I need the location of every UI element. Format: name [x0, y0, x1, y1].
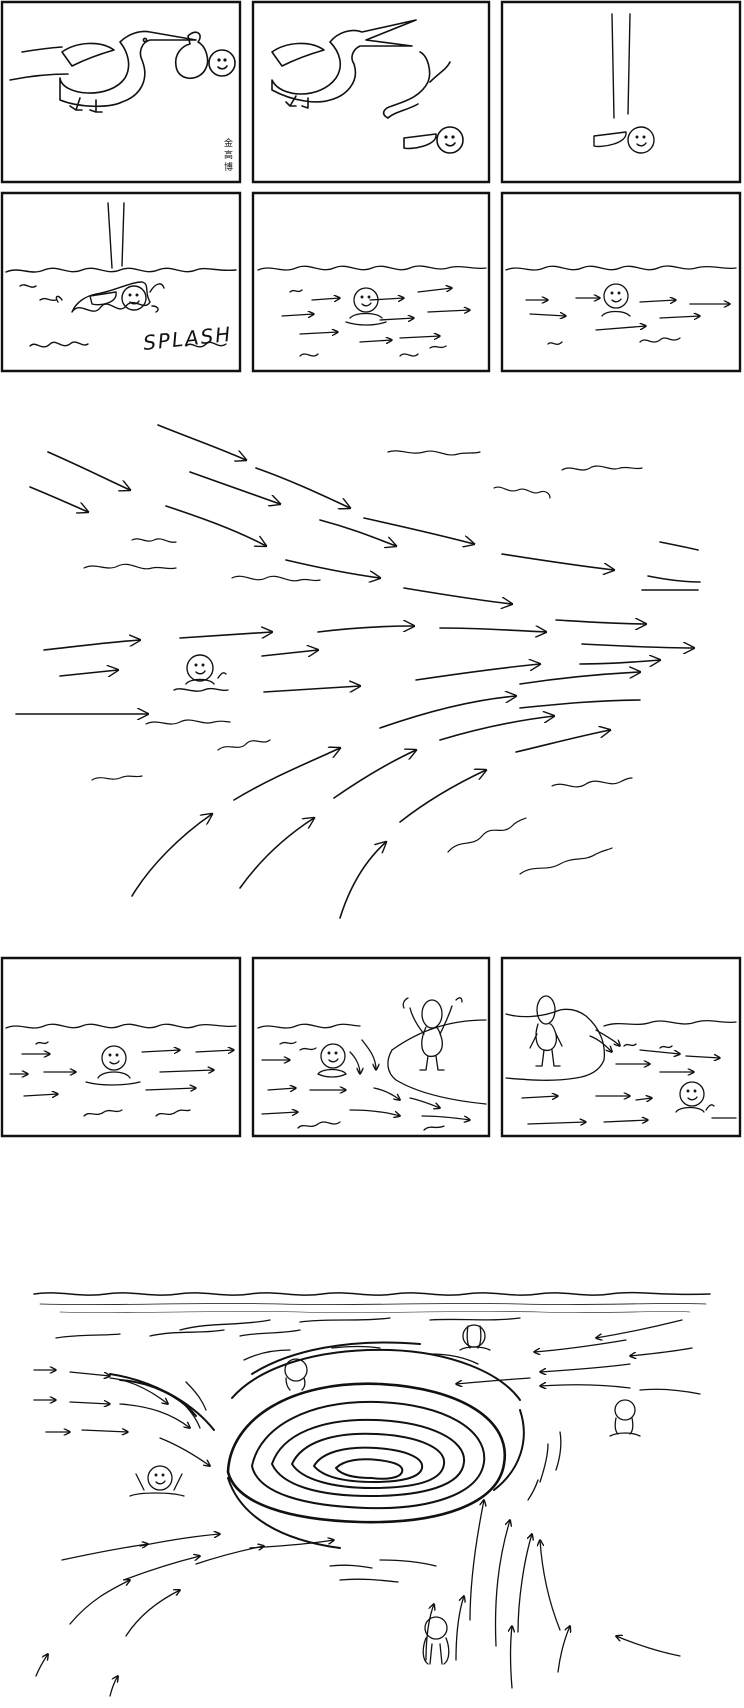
current-arrows: [258, 998, 486, 1130]
current-arrows: [506, 996, 736, 1124]
whirlpool-splash: [34, 1293, 710, 1696]
panel-1: 金 高 博: [2, 2, 240, 182]
panel-3: [502, 2, 740, 182]
current-arrows: [258, 266, 486, 356]
panel-7: [2, 958, 240, 1136]
panel-2: [253, 2, 489, 182]
panel-5: [253, 193, 489, 371]
svg-text:高: 高: [224, 149, 233, 161]
whirlpool-current-arrows: [34, 1318, 700, 1696]
big-current-splash: [16, 425, 700, 918]
swimmers: [130, 1324, 640, 1664]
stork-carrying-baby: [10, 31, 236, 112]
falling-baby: [594, 14, 655, 154]
swimming-baby: [174, 654, 228, 691]
horizon-line: [34, 1293, 710, 1313]
splash-scene: [6, 203, 236, 347]
svg-text:博: 博: [224, 161, 233, 173]
panel-8: [253, 958, 489, 1136]
panel-9: [502, 958, 740, 1136]
wave-squiggles: [84, 451, 642, 874]
artist-signature: 金: [224, 137, 233, 149]
panel-6: [502, 193, 740, 371]
current-arrows: [6, 1024, 236, 1116]
panel-4: SPLASH: [2, 193, 240, 371]
stork-releasing-baby: [272, 20, 464, 154]
current-arrows: [16, 425, 700, 918]
whirlpool-vortex: [110, 1342, 524, 1548]
current-arrows: [506, 266, 736, 344]
